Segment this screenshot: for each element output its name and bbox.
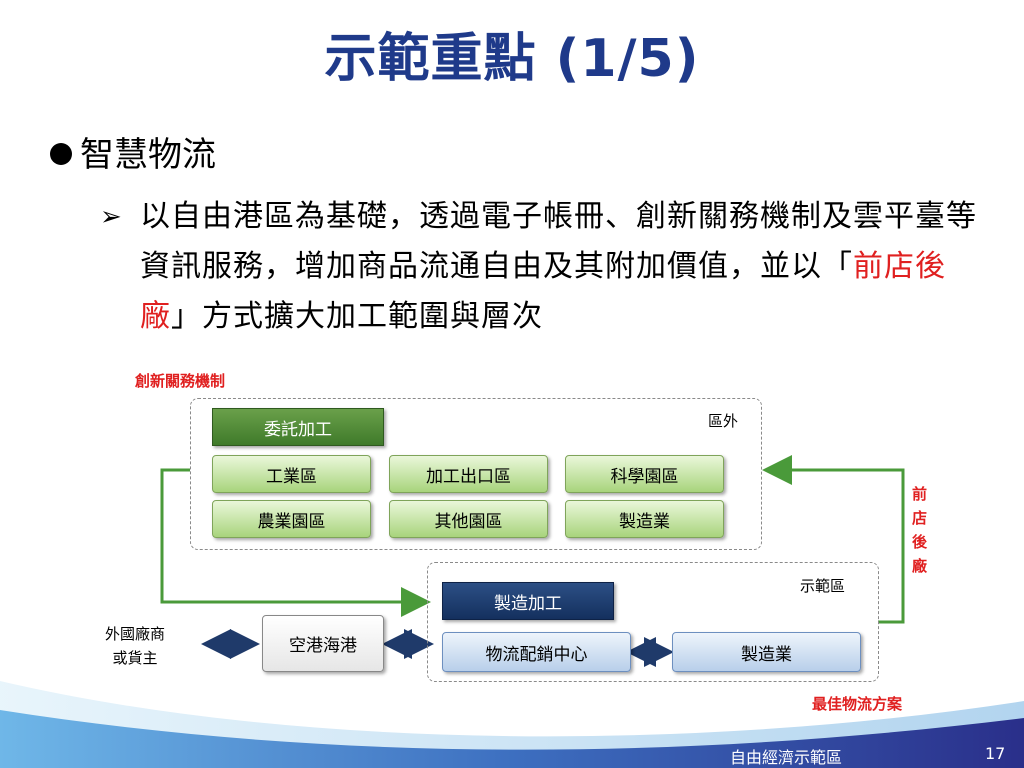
footer-text: 自由經濟示範區 xyxy=(730,748,843,767)
side-char: 前 xyxy=(912,485,928,503)
arrow-outer-to-demo xyxy=(160,468,431,617)
agriculture-park-box: 農業園區 xyxy=(212,500,371,538)
best-logistics-label: 最佳物流方案 xyxy=(812,695,903,713)
outsource-box: 委託加工 xyxy=(212,408,384,446)
main-bullet: 智慧物流 xyxy=(50,133,216,177)
foreign-vendor-line1: 外國廠商 xyxy=(105,625,166,643)
arrow-demo-to-outer xyxy=(762,455,905,624)
foreign-vendor-line2: 或貨主 xyxy=(112,649,158,667)
sub-bullet-highlight: 前店後廠 xyxy=(140,249,946,334)
bullet-dot-icon xyxy=(50,142,72,165)
outer-zone-label: 區外 xyxy=(708,412,739,430)
slide-title: 示範重點 (1/5) xyxy=(324,29,700,89)
side-char: 店 xyxy=(912,509,928,527)
innovation-customs-label: 創新關務機制 xyxy=(135,372,226,390)
front-store-back-factory-label: 前 店 後 廠 xyxy=(912,482,927,578)
logistics-center-box: 物流配銷中心 xyxy=(442,632,631,672)
sea-air-port-box: 空港海港 xyxy=(262,615,384,672)
demo-zone xyxy=(427,562,879,682)
sub-bullet: ➢ 以自由港區為基礎，透過電子帳冊、創新關務機制及雲平臺等資訊服務，增加商品流通… xyxy=(100,192,990,342)
side-char: 後 xyxy=(912,533,928,551)
demo-manufacturing-box: 製造業 xyxy=(672,632,861,672)
sub-bullet-part1: 以自由港區為基礎，透過電子帳冊、創新關務機制及雲平臺等資訊服務，增加商品流通自由… xyxy=(140,199,977,284)
main-bullet-text: 智慧物流 xyxy=(80,135,216,175)
footer-swoosh xyxy=(0,679,1024,768)
arrow-bullet-icon: ➢ xyxy=(100,202,122,232)
science-park-box: 科學園區 xyxy=(565,455,724,493)
export-zone-box: 加工出口區 xyxy=(389,455,548,493)
foreign-vendor-label: 外國廠商 或貨主 xyxy=(105,622,165,670)
sub-bullet-part2: 」方式擴大加工範圍與層次 xyxy=(171,299,543,334)
sub-bullet-text: 以自由港區為基礎，透過電子帳冊、創新關務機制及雲平臺等資訊服務，增加商品流通自由… xyxy=(140,192,990,342)
other-park-box: 其他園區 xyxy=(389,500,548,538)
demo-zone-label: 示範區 xyxy=(800,577,846,595)
manufacturing-processing-box: 製造加工 xyxy=(442,582,614,620)
outer-zone xyxy=(190,398,762,550)
outer-manufacturing-box: 製造業 xyxy=(565,500,724,538)
side-char: 廠 xyxy=(912,557,928,575)
industrial-zone-box: 工業區 xyxy=(212,455,371,493)
page-number: 17 xyxy=(985,744,1006,763)
